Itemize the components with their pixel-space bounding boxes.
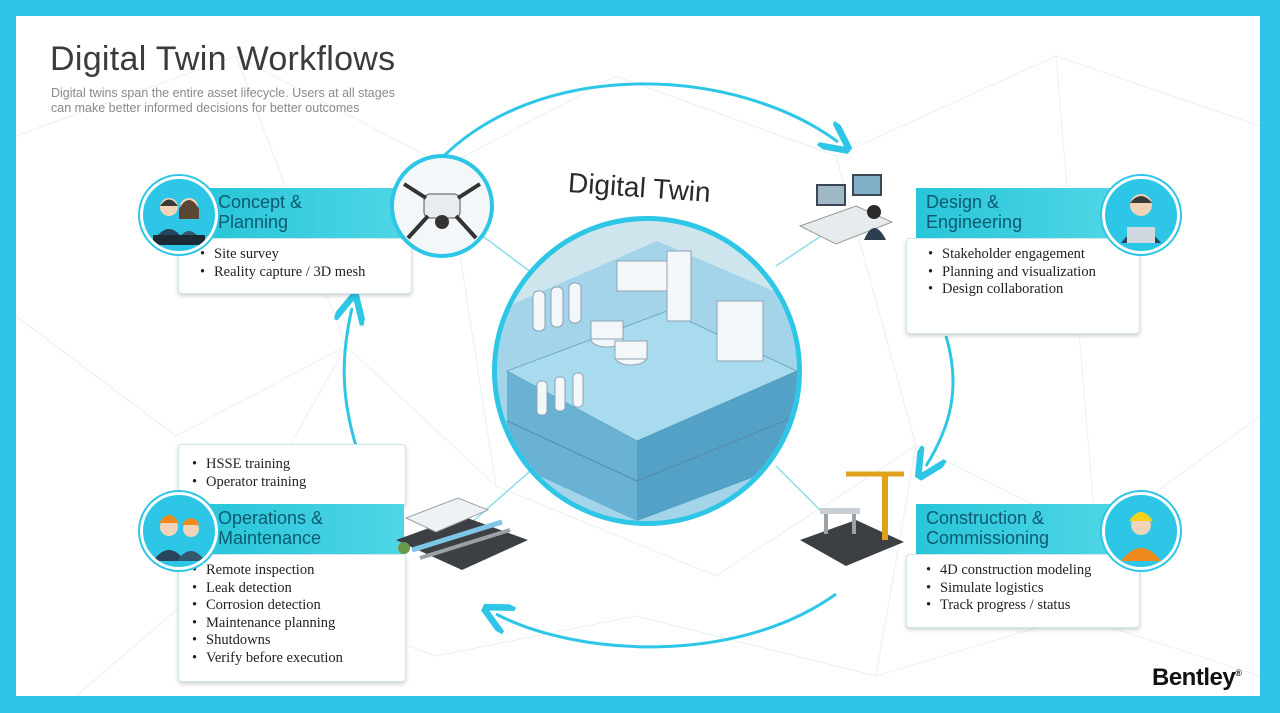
workstation-scene (796, 156, 896, 256)
worker-avatar (1102, 492, 1180, 570)
bentley-logo: Bentley® (1152, 664, 1242, 692)
slide: Digital Twin Workflows Digital twins spa… (16, 16, 1260, 696)
design-title-line-2: Engineering (926, 212, 1023, 232)
logo-text: Bentley (1152, 664, 1236, 691)
planner-avatar (140, 176, 218, 254)
construction-title-band: Construction & Commissioning (916, 504, 1116, 554)
operations-item: Maintenance planning (192, 615, 343, 633)
construction-item: Track progress / status (926, 597, 1091, 615)
subtitle-line-1: Digital twins span the entire asset life… (51, 86, 395, 100)
concept-title-line-1: Concept & (218, 192, 303, 212)
operations-title-line-2: Maintenance (218, 528, 322, 548)
operations-item: Leak detection (192, 580, 343, 598)
design-bullets: Stakeholder engagement Planning and visu… (928, 246, 1096, 299)
operations-item: Remote inspection (192, 562, 343, 580)
construction-bullets: 4D construction modeling Simulate logist… (926, 562, 1091, 615)
operations-item: Corrosion detection (192, 597, 343, 615)
engineer-avatar (1102, 176, 1180, 254)
operations-title-line-1: Operations & (218, 508, 324, 528)
operations-item: Verify before execution (192, 650, 343, 668)
registered-mark: ® (1235, 668, 1242, 678)
page-subtitle: Digital twins span the entire asset life… (51, 86, 471, 116)
concept-item: Site survey (200, 246, 365, 264)
construction-item: Simulate logistics (926, 580, 1091, 598)
design-title-band: Design & Engineering (916, 188, 1116, 238)
subtitle-line-2: can make better informed decisions for b… (51, 101, 360, 115)
operations-training-item: HSSE training (192, 456, 306, 474)
construction-title-line-2: Commissioning (926, 528, 1050, 548)
design-item: Design collaboration (928, 281, 1096, 299)
operations-item: Shutdowns (192, 632, 343, 650)
concept-item: Reality capture / 3D mesh (200, 264, 365, 282)
page-title: Digital Twin Workflows (50, 40, 396, 78)
operations-top-bullets: HSSE training Operator training (192, 456, 306, 491)
concept-title-band: Concept & Planning (208, 188, 408, 238)
design-item: Stakeholder engagement (928, 246, 1096, 264)
operations-bottom-bullets: Remote inspection Leak detection Corrosi… (192, 562, 343, 667)
digital-twin-plant (492, 216, 802, 526)
crane-scene (796, 450, 906, 570)
operations-title-band: Operations & Maintenance (208, 504, 404, 554)
construction-item: 4D construction modeling (926, 562, 1091, 580)
operations-training-item: Operator training (192, 474, 306, 492)
concept-title-line-2: Planning (218, 212, 289, 232)
construction-title-line-1: Construction & (926, 508, 1045, 528)
design-title-line-1: Design & (926, 192, 1000, 212)
operators-avatar (140, 492, 218, 570)
pipeline-scene (392, 478, 532, 588)
design-item: Planning and visualization (928, 264, 1096, 282)
drone-scene (390, 154, 494, 258)
concept-bullets: Site survey Reality capture / 3D mesh (200, 246, 365, 281)
